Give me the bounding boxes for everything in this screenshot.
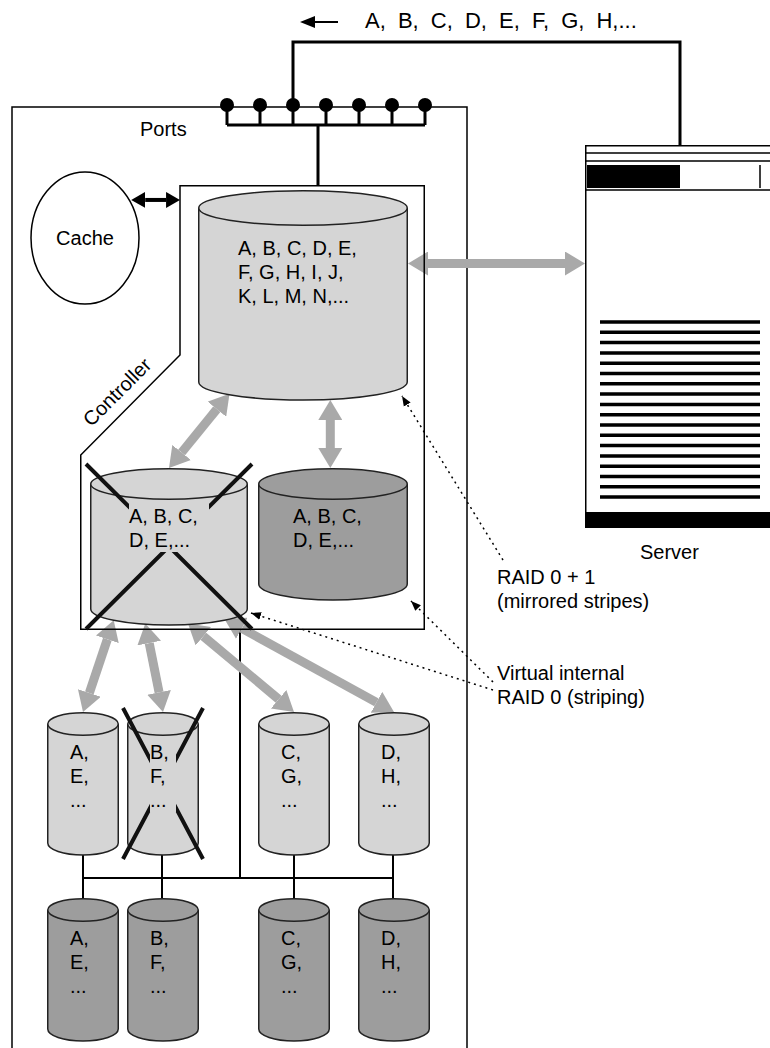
stripe-set: A, B, C, D, E,...	[258, 468, 408, 600]
cylinder-body	[359, 724, 430, 855]
host-wire	[293, 42, 680, 145]
annotation: RAID 0 + 1 (mirrored stripes)	[497, 565, 662, 613]
disk-drive-text: C, G, ...	[281, 740, 307, 812]
server-outline	[585, 145, 770, 528]
disk-drive: A, E, ...	[47, 898, 119, 1041]
cylinder-top	[259, 713, 330, 736]
data-path-arrow	[89, 639, 107, 693]
data-path-arrow	[428, 259, 565, 268]
server-trim	[585, 153, 770, 190]
data-path-arrow	[326, 420, 335, 448]
port	[319, 98, 333, 112]
cache-text: Cache	[56, 226, 114, 250]
port	[220, 98, 234, 112]
disk-drive-text: D, H, ...	[381, 926, 407, 998]
cylinder-top	[199, 191, 408, 226]
cylinder-body	[259, 484, 408, 600]
cylinder-body	[359, 910, 430, 1041]
data-path-arrow	[182, 409, 217, 452]
cylinder-top	[48, 713, 119, 736]
port	[253, 98, 267, 112]
server-vent	[600, 322, 760, 497]
leader-line	[411, 601, 493, 682]
data-stream: A, B, C, D, E, F, G, H,...	[365, 9, 637, 33]
server-case	[586, 146, 770, 528]
cylinder-top	[128, 713, 199, 736]
cylinder-top	[48, 899, 119, 922]
port	[286, 98, 300, 112]
leader-line	[402, 396, 503, 560]
disk-drive: C, G, ...	[258, 712, 330, 855]
raid-volume-text: A, B, C, D, E, F, G, H, I, J, K, L, M, N…	[238, 236, 368, 308]
cylinder-body	[128, 910, 199, 1041]
disk-drive-text: D, H, ...	[381, 740, 407, 812]
enclosure	[12, 107, 467, 1048]
disk-drive: B, F, ...	[127, 712, 199, 855]
cylinder-top	[359, 899, 430, 922]
cylinder-top	[259, 469, 408, 500]
disk-bus	[83, 617, 393, 898]
server-text: Server	[640, 540, 699, 564]
disk-drive: A, E, ...	[47, 712, 119, 855]
disk-drive: D, H, ...	[358, 898, 430, 1041]
disk-drive-text: B, F, ...	[150, 926, 176, 998]
server-base	[585, 512, 770, 528]
port	[418, 98, 432, 112]
cylinder-body	[199, 208, 408, 400]
disk-drive-text: A, E, ...	[70, 926, 96, 998]
cylinder-top	[128, 899, 199, 922]
cylinder-body	[259, 910, 330, 1041]
port	[385, 98, 399, 112]
data-path-arrow	[145, 198, 166, 202]
flow-arrowhead	[300, 16, 315, 28]
port-label: Ports	[140, 117, 187, 141]
disk-drive-text: C, G, ...	[281, 926, 307, 998]
cache: Cache	[30, 171, 140, 305]
failure-cross	[86, 464, 252, 629]
cylinder-body	[91, 484, 248, 625]
cache-ellipse	[31, 172, 139, 304]
failure-cross	[123, 708, 203, 859]
disk-drive: B, F, ...	[127, 898, 199, 1041]
controller-outline	[81, 186, 425, 630]
cylinder-top	[359, 713, 430, 736]
disk-drive: C, G, ...	[258, 898, 330, 1041]
cylinder-body	[128, 724, 199, 855]
disk-drive: D, H, ...	[358, 712, 430, 855]
cylinder-body	[48, 724, 119, 855]
raid-volume: A, B, C, D, E, F, G, H, I, J, K, L, M, N…	[198, 190, 408, 400]
controller: ControllerA, B, C, D, E, F, G, H, I, J, …	[80, 185, 425, 630]
port-bus	[227, 105, 425, 185]
server-drive-bay	[587, 165, 680, 188]
disk-drive-text: A, E, ...	[70, 740, 96, 812]
flow-arrow	[313, 21, 338, 23]
annotation: Virtual internal RAID 0 (striping)	[497, 661, 657, 709]
data-path-arrow	[242, 628, 377, 702]
cylinder-top	[259, 899, 330, 922]
data-path-arrow	[149, 643, 159, 692]
stripe-set: A, B, C, D, E,...	[90, 468, 248, 625]
disk-drive-text: B, F, ...	[150, 740, 176, 812]
stripe-set-text: A, B, C, D, E,...	[293, 504, 373, 552]
server: Server	[585, 145, 770, 528]
cylinder-body	[259, 724, 330, 855]
port	[352, 98, 366, 112]
stripe-set-text: A, B, C, D, E,...	[129, 504, 209, 552]
cylinder-body	[48, 910, 119, 1041]
